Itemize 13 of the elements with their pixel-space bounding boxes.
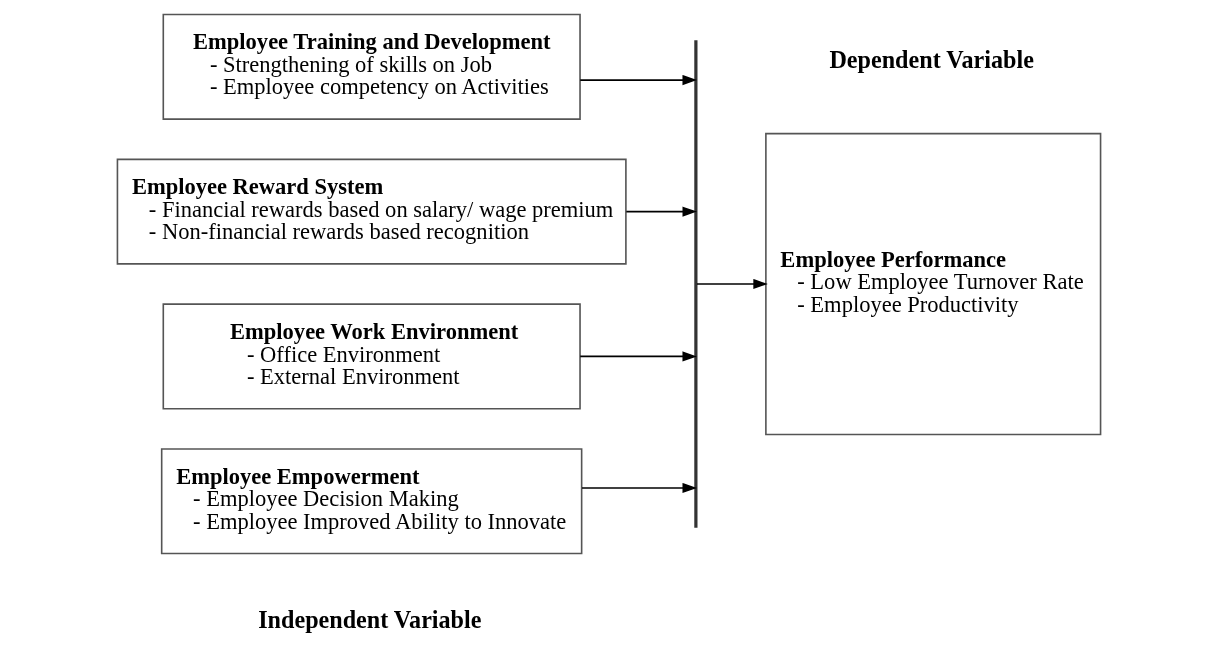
arrow <box>625 206 697 217</box>
node-box: Employee Training and Development - Strengthening of skills on Job - Employee competency on Activities <box>162 13 581 120</box>
node-box: Employee Performance - Low Employee Turnover Rate - Employee Productivity <box>764 132 1101 436</box>
arrow <box>578 75 697 86</box>
label: Dependent Variable <box>828 45 1034 73</box>
arrow <box>695 278 768 290</box>
node-box: Employee Work Environment - Office Environment - External Environment <box>162 303 581 410</box>
arrow <box>580 482 697 494</box>
node-box: Employee Reward System - Financial rewards based on salary/ wage premium - Non-financial rewards based recognition <box>116 158 627 265</box>
arrow <box>578 351 697 362</box>
node-bar <box>693 40 697 528</box>
label: Independent Variable <box>257 605 481 633</box>
node-box: Employee Empowerment - Employee Decision Making - Employee Improved Ability to Innovate <box>160 448 582 555</box>
